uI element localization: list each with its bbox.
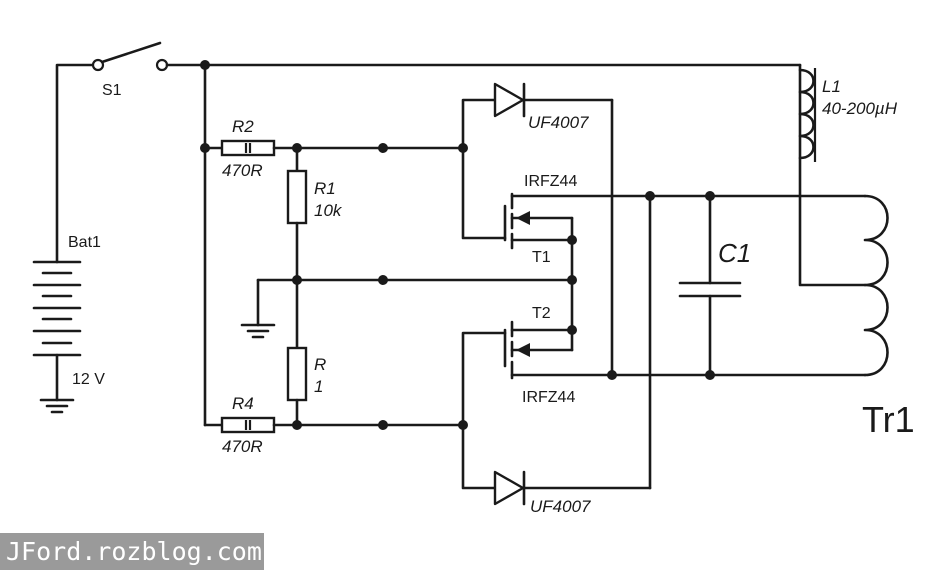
- inductor-l1: [798, 68, 817, 162]
- wire-gate2-to-d2: [461, 423, 497, 490]
- r4-value-label: 470R: [222, 437, 263, 456]
- r1-value-label: 10k: [314, 201, 343, 220]
- battery-bat1: [32, 260, 82, 357]
- switch-s1: [91, 41, 207, 72]
- l1-name-label: L1: [822, 77, 841, 96]
- d2-label: UF4007: [530, 497, 591, 516]
- watermark-banner: JFord.rozblog.com: [0, 533, 264, 570]
- c1-label: C1: [718, 238, 751, 268]
- resistor-r3: [286, 346, 308, 402]
- r3-name-label: R: [314, 355, 326, 374]
- ground-symbol-mid: [240, 323, 276, 339]
- t1-name-label: T1: [532, 249, 551, 266]
- capacitor-c1: [678, 281, 742, 298]
- t2-name-label: T2: [532, 305, 551, 322]
- d1-label: UF4007: [528, 113, 589, 132]
- resistor-r4: [220, 416, 276, 434]
- resistor-r2: [220, 139, 276, 157]
- l1-value-label: 40-200µH: [822, 99, 898, 118]
- ground-symbol-battery: [39, 398, 75, 414]
- wire-gate1: [461, 146, 507, 240]
- wire-battery-to-switch: [55, 63, 94, 264]
- r2-name-label: R2: [232, 117, 254, 136]
- r1-name-label: R1: [314, 179, 336, 198]
- diode-d2: [493, 470, 526, 506]
- t2-part-label: IRFZ44: [522, 389, 575, 406]
- r4-name-label: R4: [232, 394, 254, 413]
- battery-voltage-label: 12 V: [72, 371, 105, 388]
- switch-label: S1: [102, 82, 122, 99]
- tr1-label: Tr1: [862, 399, 915, 440]
- r2-value-label: 470R: [222, 161, 263, 180]
- mosfet-t1: [503, 192, 652, 250]
- diode-d1: [493, 82, 526, 118]
- battery-label: Bat1: [68, 234, 101, 251]
- mosfet-t2: [503, 320, 712, 380]
- r3-value-label: 1: [314, 377, 323, 396]
- wire-gate2: [461, 331, 507, 427]
- resistor-r1: [286, 169, 308, 225]
- transformer-tr1-coil: [863, 194, 889, 377]
- t1-part-label: IRFZ44: [524, 173, 577, 190]
- battery-branch: Bat1 12 V: [32, 63, 105, 414]
- junction-dots: [200, 60, 715, 430]
- wire-l1-to-transformer-tap: [798, 63, 867, 287]
- wire-gate1-to-d1: [461, 98, 497, 150]
